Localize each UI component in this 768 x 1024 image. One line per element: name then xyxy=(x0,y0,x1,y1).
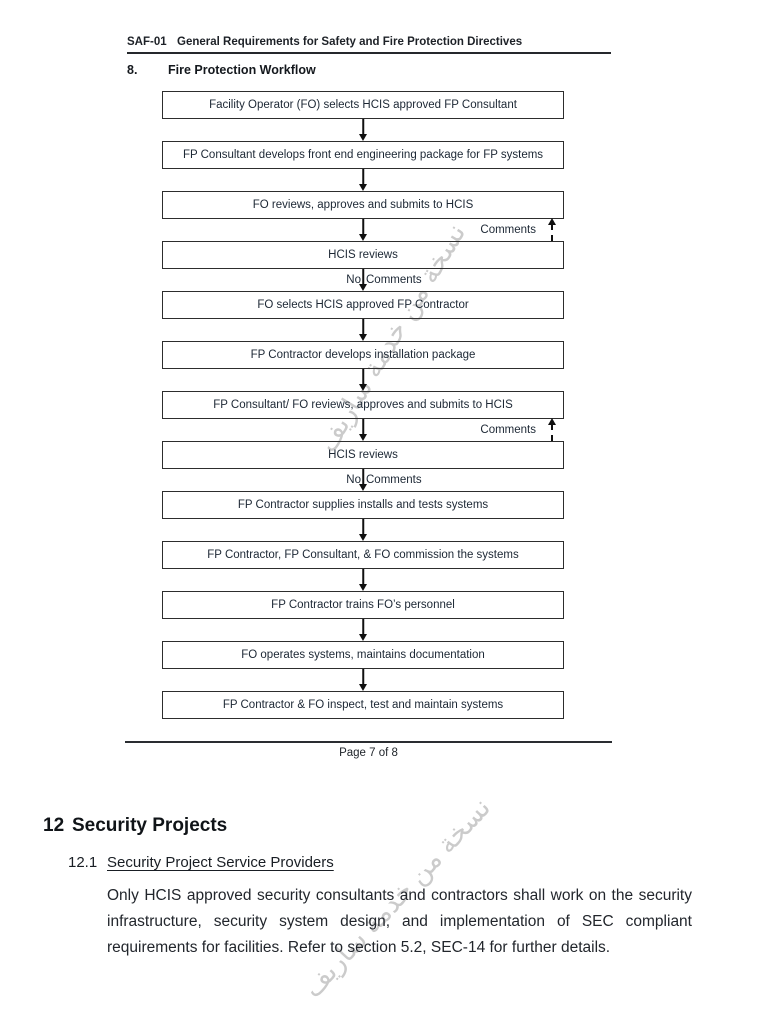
flow-step: FP Contractor & FO inspect, test and mai… xyxy=(162,691,564,719)
flow-step: FO operates systems, maintains documenta… xyxy=(162,641,564,669)
flow-connector xyxy=(162,169,564,191)
no-comments-label: No xyxy=(346,274,361,286)
flow-connector xyxy=(162,519,564,541)
document-title: General Requirements for Safety and Fire… xyxy=(177,36,523,48)
flow-step: HCIS reviews xyxy=(162,441,564,469)
flow-connector: No Comments xyxy=(162,269,564,291)
section12-sub-title: Security Project Service Providers xyxy=(107,854,334,871)
flow-connector xyxy=(162,619,564,641)
down-arrow-icon xyxy=(359,284,367,291)
comments-label: Comments xyxy=(480,224,536,236)
flow-step: FP Contractor trains FO’s personnel xyxy=(162,591,564,619)
flow-connector: Comments xyxy=(162,218,564,241)
section12-heading: 12 Security Projects xyxy=(43,815,227,837)
document-header: SAF-01 General Requirements for Safety an… xyxy=(127,36,522,48)
up-arrow-icon xyxy=(548,218,556,225)
comments-feedback-dashed-line xyxy=(551,224,553,241)
connector-line xyxy=(362,519,364,536)
flowchart: Facility Operator (FO) selects HCIS appr… xyxy=(162,91,564,719)
comments-label: Comments xyxy=(480,424,536,436)
page-number-label: Page 7 of 8 xyxy=(339,747,398,759)
connector-line xyxy=(362,169,364,186)
header-rule xyxy=(127,52,611,54)
down-arrow-icon xyxy=(359,184,367,191)
flow-connector xyxy=(162,569,564,591)
connector-line xyxy=(362,469,364,486)
section8-title: Fire Protection Workflow xyxy=(168,63,316,77)
connector-line xyxy=(362,269,364,286)
flow-step: Facility Operator (FO) selects HCIS appr… xyxy=(162,91,564,119)
flow-connector: No Comments xyxy=(162,469,564,491)
down-arrow-icon xyxy=(359,584,367,591)
flow-step: HCIS reviews xyxy=(162,241,564,269)
no-comments-label: No xyxy=(346,474,361,486)
section8-heading: 8. Fire Protection Workflow xyxy=(127,63,316,77)
down-arrow-icon xyxy=(359,534,367,541)
flow-step: FP Contractor, FP Consultant, & FO commi… xyxy=(162,541,564,569)
section12-paragraph: Only HCIS approved security consultants … xyxy=(107,887,692,956)
flow-connector xyxy=(162,319,564,341)
connector-line xyxy=(362,569,364,586)
down-arrow-icon xyxy=(359,384,367,391)
no-comments-label: Comments xyxy=(366,474,422,486)
flow-connector xyxy=(162,119,564,141)
flow-connector xyxy=(162,369,564,391)
down-arrow-icon xyxy=(359,684,367,691)
down-arrow-icon xyxy=(359,634,367,641)
document-code: SAF-01 xyxy=(127,36,167,48)
down-arrow-icon xyxy=(359,234,367,241)
flow-step: FO reviews, approves and submits to HCIS xyxy=(162,191,564,219)
connector-line xyxy=(362,419,364,436)
connector-line xyxy=(362,119,364,136)
up-arrow-icon xyxy=(548,418,556,425)
down-arrow-icon xyxy=(359,134,367,141)
down-arrow-icon xyxy=(359,434,367,441)
section12-number: 12 xyxy=(43,815,65,836)
comments-feedback-dashed-line xyxy=(551,424,553,441)
section12-subheading: 12.1 Security Project Service Providers xyxy=(68,854,334,871)
section8-number: 8. xyxy=(127,63,138,77)
down-arrow-icon xyxy=(359,484,367,491)
footer-rule xyxy=(125,741,612,743)
flow-step: FP Contractor supplies installs and test… xyxy=(162,491,564,519)
connector-line xyxy=(362,669,364,686)
down-arrow-icon xyxy=(359,334,367,341)
flow-connector xyxy=(162,669,564,691)
no-comments-label: Comments xyxy=(366,274,422,286)
flow-step: FP Contractor develops installation pack… xyxy=(162,341,564,369)
connector-line xyxy=(362,319,364,336)
section12-title: Security Projects xyxy=(72,815,228,836)
connector-line xyxy=(362,219,364,236)
flow-step: FP Consultant/ FO reviews, approves and … xyxy=(162,391,564,419)
section12-sub-number: 12.1 xyxy=(68,854,98,871)
connector-line xyxy=(362,619,364,636)
flow-connector: Comments xyxy=(162,418,564,441)
flow-step: FP Consultant develops front end enginee… xyxy=(162,141,564,169)
flow-step: FO selects HCIS approved FP Contractor xyxy=(162,291,564,319)
connector-line xyxy=(362,369,364,386)
